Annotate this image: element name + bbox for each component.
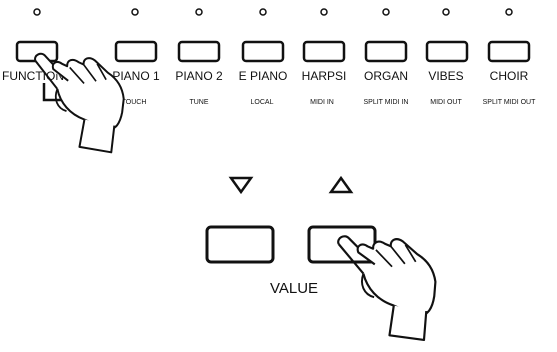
value-down-button[interactable] <box>205 225 275 264</box>
led-indicator-icon <box>320 8 328 16</box>
led-indicator-icon <box>442 8 450 16</box>
piano-1-button[interactable] <box>114 40 158 63</box>
led-indicator-icon <box>33 8 41 16</box>
piano-2-button[interactable] <box>177 40 221 63</box>
sub-label-split-midi-out: SPLIT MIDI OUT <box>483 99 536 106</box>
organ-button[interactable] <box>364 40 408 63</box>
sub-label-midi-out: MIDI OUT <box>430 99 462 106</box>
led-row <box>33 8 513 16</box>
sub-label-tune: TUNE <box>189 99 208 106</box>
button-label-vibes: VIBES <box>428 69 463 83</box>
button-label-choir: CHOIR <box>490 69 529 83</box>
led-indicator-icon <box>195 8 203 16</box>
value-label: VALUE <box>270 280 318 297</box>
sub-label-touch: TOUCH <box>122 99 147 106</box>
up-triangle-icon <box>328 175 354 194</box>
led-indicator-icon <box>131 8 139 16</box>
button-label-piano-1: PIANO 1 <box>112 69 160 83</box>
button-label-e-piano: E PIANO <box>239 69 288 83</box>
led-indicator-icon <box>259 8 267 16</box>
led-indicator-icon <box>505 8 513 16</box>
vibes-button[interactable] <box>425 40 469 63</box>
sub-label-split-midi-in: SPLIT MIDI IN <box>364 99 409 106</box>
button-label-function: FUNCTION <box>2 69 64 83</box>
e-piano-button[interactable] <box>241 40 285 63</box>
harpsi-button[interactable] <box>302 40 346 63</box>
button-label-piano-2: PIANO 2 <box>175 69 223 83</box>
sub-label-midi-in: MIDI IN <box>310 99 334 106</box>
button-label-harpsi: HARPSI <box>302 69 347 83</box>
down-triangle-icon <box>228 176 254 195</box>
sub-label-local: LOCAL <box>251 99 274 106</box>
choir-button[interactable] <box>487 40 531 63</box>
button-label-organ: ORGAN <box>364 69 408 83</box>
led-indicator-icon <box>382 8 390 16</box>
